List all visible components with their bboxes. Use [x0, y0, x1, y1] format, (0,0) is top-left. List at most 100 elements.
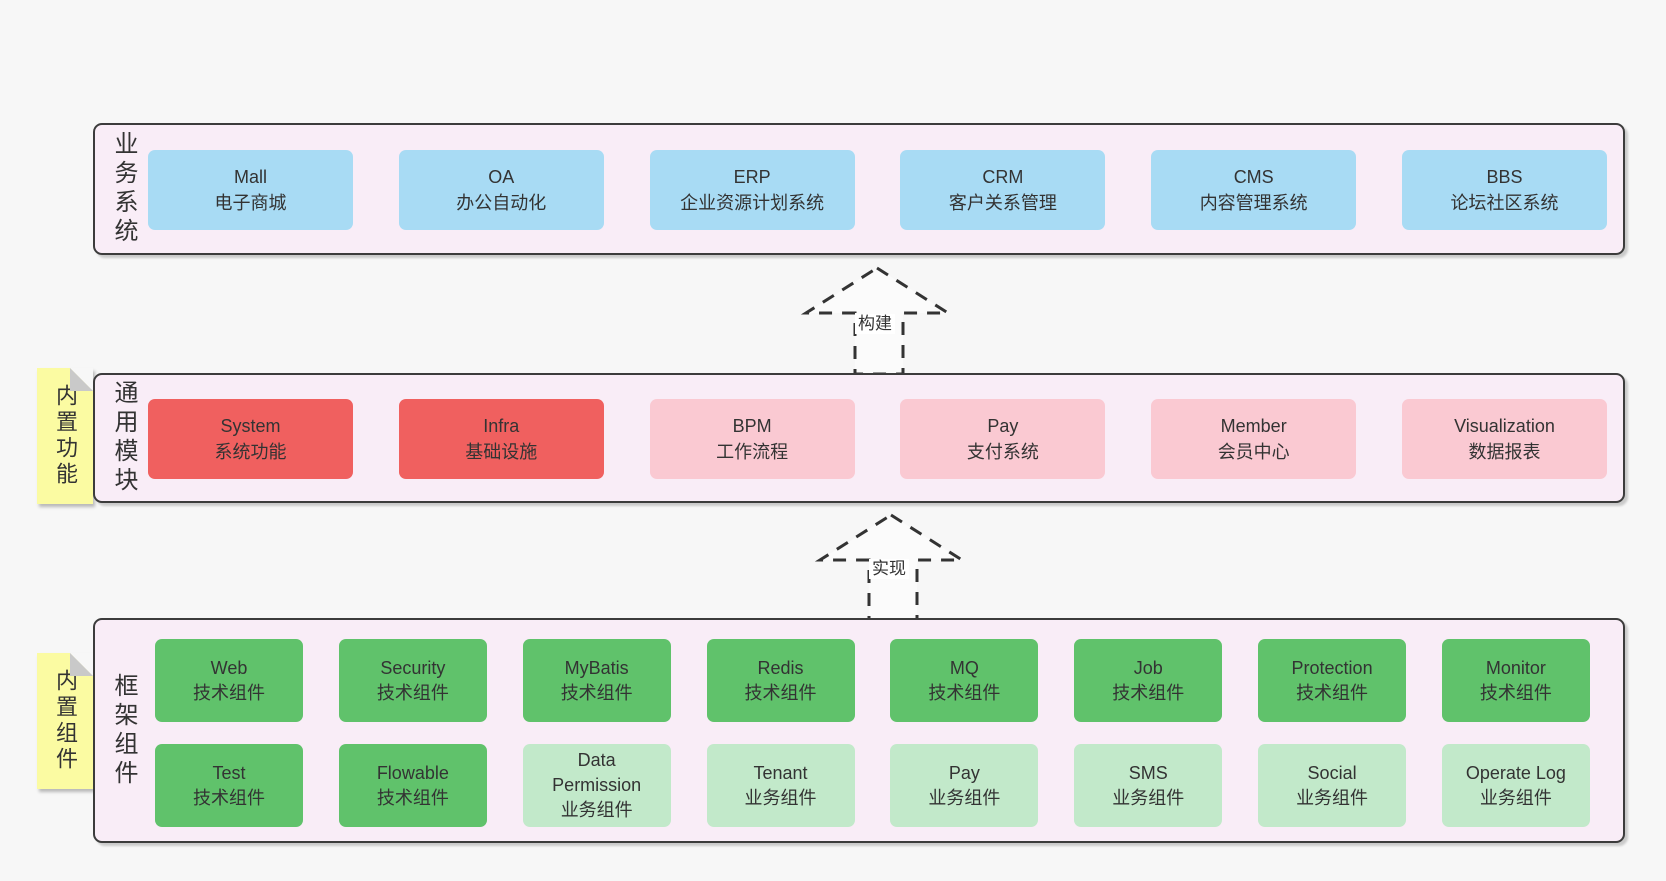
box-flowable: Flowable 技术组件: [338, 744, 487, 827]
box-erp-zh: 企业资源计划系统: [680, 193, 825, 213]
box-security: Security 技术组件: [338, 639, 487, 722]
box-test-zh: 技术组件: [193, 787, 265, 808]
box-oa-en: OA: [488, 167, 515, 187]
box-mybatis: MyBatis 技术组件: [522, 639, 671, 722]
box-member: Member 会员中心: [1151, 399, 1357, 479]
box-member-zh: 会员中心: [1217, 442, 1290, 462]
box-redis: Redis 技术组件: [706, 639, 855, 722]
box-data-permission-zh: 业务组件: [560, 800, 633, 820]
box-mybatis-zh: 技术组件: [560, 682, 633, 703]
box-pay-component-zh: 业务组件: [928, 787, 1001, 808]
box-system: System 系统功能: [148, 399, 353, 479]
box-bpm-en: BPM: [732, 416, 772, 436]
box-crm-en: CRM: [982, 167, 1024, 187]
common-modules-boxes: System 系统功能 Infra 基础设施 BPM 工作流程 Pay 支付系统…: [148, 399, 1607, 479]
box-web-en: Web: [210, 657, 248, 678]
box-monitor-en: Monitor: [1485, 657, 1546, 678]
box-test-en: Test: [212, 762, 246, 783]
box-infra: Infra 基础设施: [398, 399, 604, 479]
sticky-tab-built-in-features-label: 内置功能: [53, 384, 78, 488]
box-mall: Mall 电子商城: [148, 150, 353, 230]
box-oa: OA 办公自动化: [398, 150, 604, 230]
box-social-zh: 业务组件: [1296, 787, 1369, 808]
box-sms-zh: 业务组件: [1112, 787, 1185, 808]
box-sms: SMS 业务组件: [1074, 744, 1223, 827]
box-mall-zh: 电子商城: [214, 193, 287, 213]
box-crm: CRM 客户关系管理: [900, 150, 1106, 230]
box-pay-component: Pay 业务组件: [890, 744, 1039, 827]
box-bpm-zh: 工作流程: [716, 442, 789, 462]
box-flowable-zh: 技术组件: [376, 787, 449, 808]
box-data-permission: Data Permission 业务组件: [522, 744, 671, 827]
box-operate-log-en: Operate Log: [1465, 762, 1566, 783]
section-business-systems-label: 业务系统: [110, 131, 137, 247]
box-mall-en: Mall: [233, 167, 267, 187]
section-common-modules-label: 通用模块: [110, 380, 137, 496]
box-cms: CMS 内容管理系统: [1151, 150, 1357, 230]
section-framework-components: 框架组件 Web 技术组件 Security 技术组件 MyBatis 技术组件…: [93, 618, 1625, 843]
box-tenant: Tenant 业务组件: [706, 744, 855, 827]
box-job-zh: 技术组件: [1112, 682, 1185, 703]
box-visualization-en: Visualization: [1454, 416, 1555, 436]
box-mybatis-en: MyBatis: [564, 657, 629, 678]
box-bbs-en: BBS: [1486, 167, 1523, 187]
box-sms-en: SMS: [1128, 762, 1168, 783]
framework-components-row-1: Web 技术组件 Security 技术组件 MyBatis 技术组件 Redi…: [155, 639, 1590, 722]
box-oa-zh: 办公自动化: [456, 193, 547, 213]
box-mq-en: MQ: [949, 657, 979, 678]
box-erp-en: ERP: [733, 167, 771, 187]
box-bbs: BBS 论坛社区系统: [1401, 150, 1607, 230]
box-job: Job 技术组件: [1074, 639, 1223, 722]
box-redis-zh: 技术组件: [744, 682, 817, 703]
section-common-modules: 通用模块 System 系统功能 Infra 基础设施 BPM 工作流程 Pay…: [93, 373, 1625, 503]
box-security-zh: 技术组件: [376, 682, 449, 703]
box-web: Web 技术组件: [155, 639, 303, 722]
box-system-en: System: [220, 416, 281, 436]
sticky-tab-built-in-components-label: 内置组件: [53, 669, 78, 773]
box-pay-module: Pay 支付系统: [900, 399, 1106, 479]
box-test: Test 技术组件: [155, 744, 303, 827]
box-infra-zh: 基础设施: [465, 442, 538, 462]
box-visualization: Visualization 数据报表: [1401, 399, 1607, 479]
box-erp: ERP 企业资源计划系统: [649, 150, 855, 230]
box-social-en: Social: [1307, 762, 1357, 783]
box-web-zh: 技术组件: [193, 682, 265, 703]
business-systems-boxes: Mall 电子商城 OA 办公自动化 ERP 企业资源计划系统 CRM 客户关系…: [148, 150, 1607, 230]
box-pay-module-en: Pay: [987, 416, 1019, 436]
box-social: Social 业务组件: [1258, 744, 1407, 827]
framework-components-row-2: Test 技术组件 Flowable 技术组件 Data Permission …: [155, 744, 1590, 827]
folded-corner-icon: [70, 653, 93, 676]
box-pay-component-en: Pay: [948, 762, 980, 783]
box-cms-zh: 内容管理系统: [1199, 193, 1308, 213]
build-arrow-label: 构建: [855, 314, 895, 334]
box-tenant-zh: 业务组件: [744, 787, 817, 808]
box-bbs-zh: 论坛社区系统: [1450, 193, 1559, 213]
box-mq: MQ 技术组件: [890, 639, 1039, 722]
box-monitor: Monitor 技术组件: [1441, 639, 1590, 722]
box-mq-zh: 技术组件: [928, 682, 1001, 703]
box-redis-en: Redis: [757, 657, 804, 678]
box-pay-module-zh: 支付系统: [966, 442, 1039, 462]
box-tenant-en: Tenant: [753, 762, 808, 783]
box-system-zh: 系统功能: [214, 442, 287, 462]
implement-arrow-label: 实现: [869, 559, 909, 579]
box-protection: Protection 技术组件: [1258, 639, 1407, 722]
box-cms-en: CMS: [1233, 167, 1274, 187]
box-crm-zh: 客户关系管理: [948, 193, 1057, 213]
section-framework-components-label: 框架组件: [110, 672, 137, 789]
box-operate-log: Operate Log 业务组件: [1441, 744, 1590, 827]
folded-corner-icon: [70, 368, 93, 391]
box-security-en: Security: [380, 657, 446, 678]
box-bpm: BPM 工作流程: [649, 399, 855, 479]
box-visualization-zh: 数据报表: [1468, 442, 1541, 462]
box-job-en: Job: [1133, 657, 1163, 678]
box-data-permission-en: Data Permission: [552, 750, 642, 795]
box-infra-en: Infra: [483, 416, 520, 436]
sticky-tab-built-in-features: 内置功能: [37, 368, 93, 504]
box-monitor-zh: 技术组件: [1479, 682, 1552, 703]
box-member-en: Member: [1220, 416, 1287, 436]
box-operate-log-zh: 业务组件: [1479, 787, 1552, 808]
box-protection-en: Protection: [1291, 657, 1373, 678]
sticky-tab-built-in-components: 内置组件: [37, 653, 93, 789]
